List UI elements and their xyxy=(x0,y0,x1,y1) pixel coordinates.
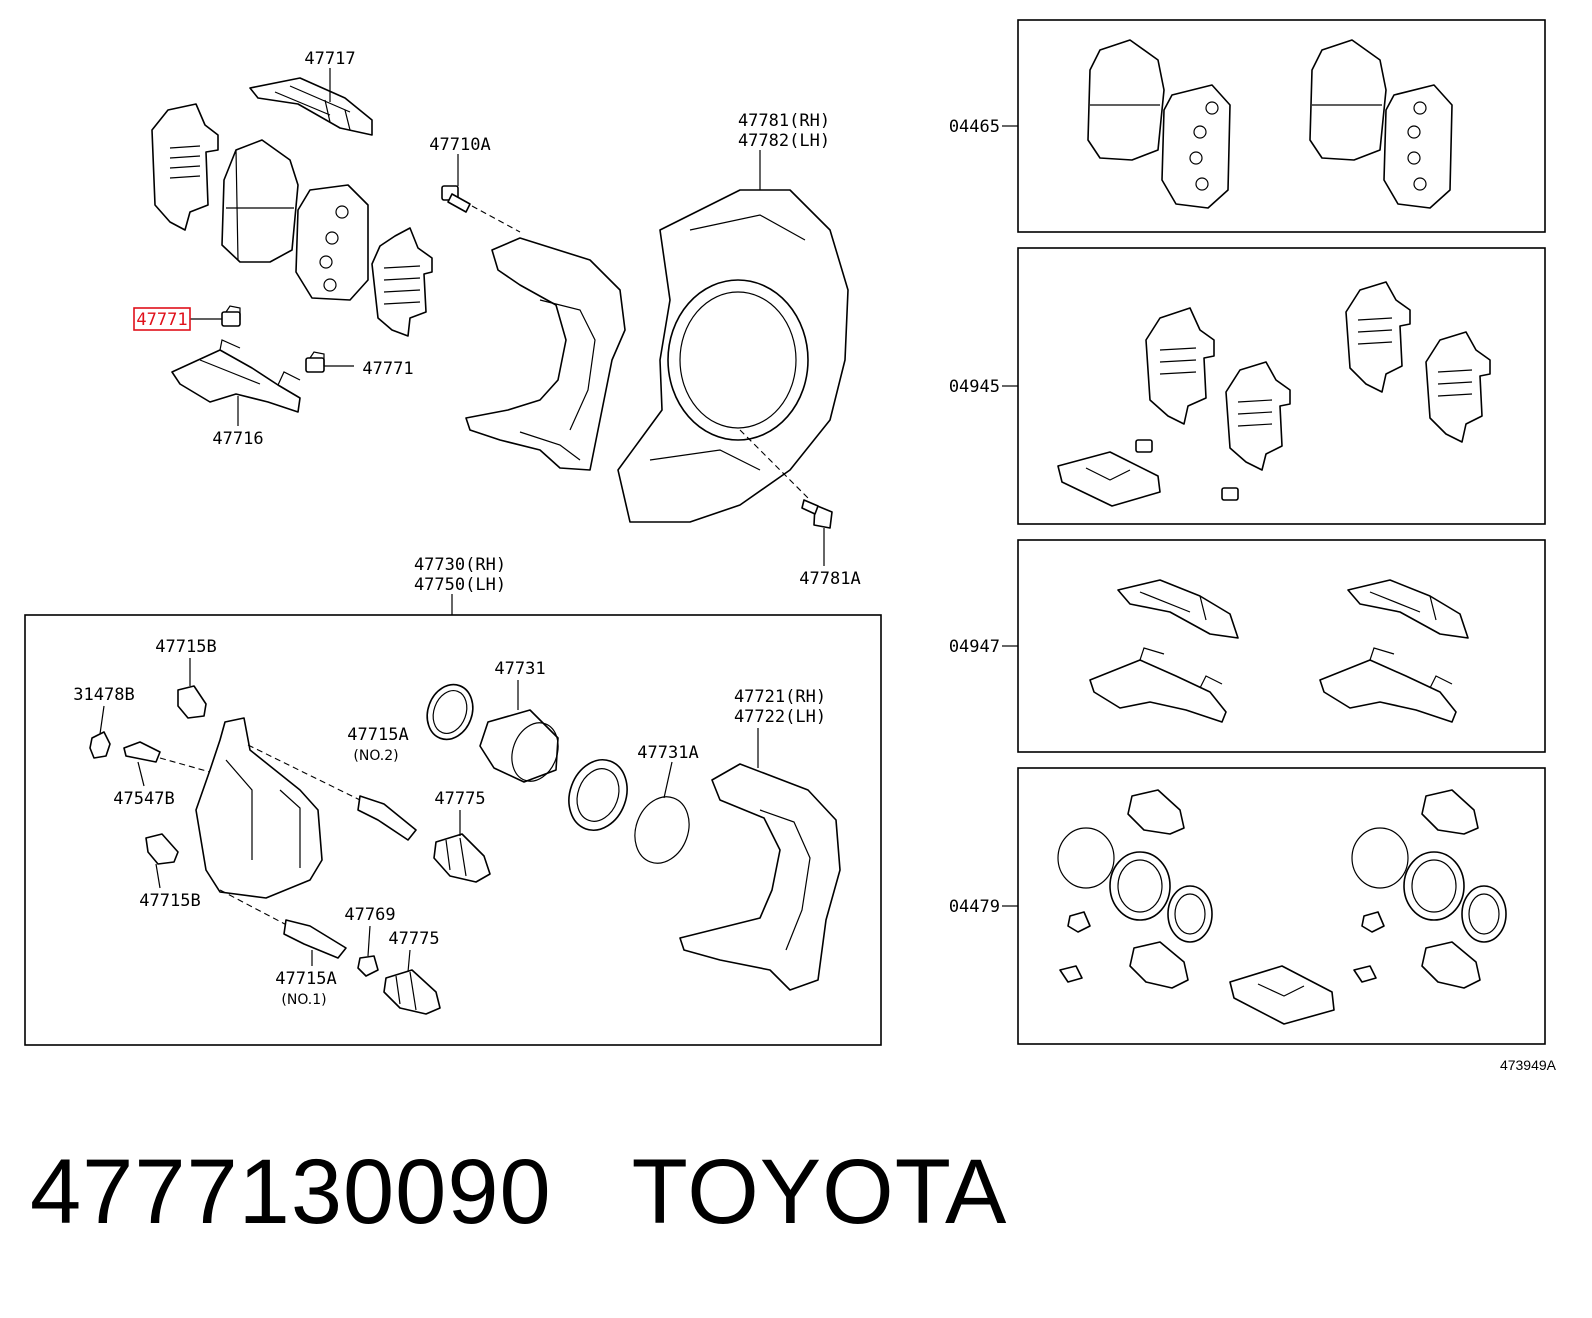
bolt-47781A[interactable] xyxy=(801,499,833,529)
caliper-body[interactable] xyxy=(195,717,323,899)
label-kit-04947[interactable]: 04947 xyxy=(949,637,1000,657)
label-47716[interactable]: 47716 xyxy=(212,429,263,449)
label-47715A-no2-sub: (NO.2) xyxy=(353,748,398,764)
kit-04947-plate-upper-left[interactable] xyxy=(1117,579,1239,639)
part-number: 4777130090 xyxy=(30,1141,552,1243)
diagram-ref-number: 473949A xyxy=(1500,1057,1557,1073)
bushing-47769[interactable] xyxy=(357,955,379,977)
kit-04479-grease-pack[interactable] xyxy=(1229,965,1335,1025)
label-47721-rh[interactable]: 47721(RH) xyxy=(734,687,826,707)
footer-caption: 4777130090 TOYOTA xyxy=(30,1140,1087,1245)
kit-04945-shim-3[interactable] xyxy=(1345,281,1411,393)
pad-wear-clip-47771-highlighted[interactable] xyxy=(221,305,241,327)
highlight-box-47771 xyxy=(133,307,191,331)
bushing-47715B-top[interactable] xyxy=(177,685,207,719)
kit-04945-clip-1[interactable] xyxy=(1135,439,1153,453)
label-47715A-no1-sub: (NO.1) xyxy=(281,992,326,1008)
piston-47731[interactable] xyxy=(479,709,566,788)
pad-support-plate-47716[interactable] xyxy=(171,339,301,413)
bleeder-plug-47547B[interactable] xyxy=(123,741,161,763)
piston-seal-47731A[interactable] xyxy=(559,752,636,839)
label-47775-bottom[interactable]: 47775 xyxy=(388,929,439,949)
bushing-47715B-bottom[interactable] xyxy=(145,833,179,865)
label-47731[interactable]: 47731 xyxy=(494,659,545,679)
pin-boot-47775-bottom[interactable] xyxy=(383,969,441,1015)
kit-box-04947 xyxy=(1017,539,1546,753)
pin-boot-47775-top[interactable] xyxy=(433,833,491,883)
pad-wear-clip-47771[interactable] xyxy=(305,351,325,373)
kit-04465-pad-set-right[interactable] xyxy=(1309,39,1453,209)
guide-pin-47715A-no1[interactable] xyxy=(283,919,347,959)
cylinder-seal-47731-ring[interactable] xyxy=(420,678,480,746)
label-47781A[interactable]: 47781A xyxy=(799,569,860,589)
label-47715B-bottom[interactable]: 47715B xyxy=(139,891,200,911)
caliper-bracket-47721[interactable] xyxy=(679,763,841,991)
brake-pad-inner[interactable] xyxy=(295,184,369,301)
brand-name: TOYOTA xyxy=(631,1141,1008,1243)
kit-04947-plate-lower-left[interactable] xyxy=(1089,647,1227,723)
label-31478B[interactable]: 31478B xyxy=(73,685,134,705)
label-kit-04465[interactable]: 04465 xyxy=(949,117,1000,137)
label-47715B-top[interactable]: 47715B xyxy=(155,637,216,657)
kit-04945-shim-1[interactable] xyxy=(1145,307,1215,425)
dust-boot-ring[interactable] xyxy=(626,789,698,871)
kit-04945-shim-4[interactable] xyxy=(1425,331,1491,443)
label-47771[interactable]: 47771 xyxy=(362,359,413,379)
label-kit-04945[interactable]: 04945 xyxy=(949,377,1000,397)
label-47715A-no1[interactable]: 47715A xyxy=(275,969,336,989)
label-47782-lh[interactable]: 47782(LH) xyxy=(738,131,830,151)
label-47775-top[interactable]: 47775 xyxy=(434,789,485,809)
label-47731A[interactable]: 47731A xyxy=(637,743,698,763)
kit-04479-left-set[interactable] xyxy=(1057,789,1213,989)
kit-04479-right-set[interactable] xyxy=(1351,789,1507,989)
dust-cover-47781[interactable] xyxy=(617,189,849,523)
label-47715A-no2[interactable]: 47715A xyxy=(347,725,408,745)
anti-squeal-shim-47717[interactable] xyxy=(249,77,373,136)
kit-04947-plate-upper-right[interactable] xyxy=(1347,579,1469,639)
pad-shim-inner[interactable] xyxy=(371,227,433,337)
brake-pad-outer[interactable] xyxy=(221,139,299,263)
kit-04945-shim-2[interactable] xyxy=(1225,361,1291,471)
label-kit-04479[interactable]: 04479 xyxy=(949,897,1000,917)
label-47717[interactable]: 47717 xyxy=(304,49,355,69)
label-47710A[interactable]: 47710A xyxy=(429,135,490,155)
caliper-mounting-bracket[interactable] xyxy=(465,237,626,471)
kit-04465-pad-set-left[interactable] xyxy=(1087,39,1231,209)
label-47722-lh[interactable]: 47722(LH) xyxy=(734,707,826,727)
label-47547B[interactable]: 47547B xyxy=(113,789,174,809)
pad-shim-outer[interactable] xyxy=(151,103,219,231)
guide-pin-47715A-no2[interactable] xyxy=(357,795,417,841)
kit-04947-plate-lower-right[interactable] xyxy=(1319,647,1457,723)
label-47730-rh[interactable]: 47730(RH) xyxy=(414,555,506,575)
caliper-assembly-box xyxy=(24,614,882,1046)
bleeder-cap-31478B[interactable] xyxy=(89,731,111,759)
label-47769[interactable]: 47769 xyxy=(344,905,395,925)
kit-04945-grease-pack[interactable] xyxy=(1057,451,1161,507)
bolt-47710A[interactable] xyxy=(441,185,471,213)
label-47750-lh[interactable]: 47750(LH) xyxy=(414,575,506,595)
label-47781-rh[interactable]: 47781(RH) xyxy=(738,111,830,131)
kit-04945-clip-2[interactable] xyxy=(1221,487,1239,501)
label-47771-highlighted[interactable]: 47771 xyxy=(136,310,187,330)
